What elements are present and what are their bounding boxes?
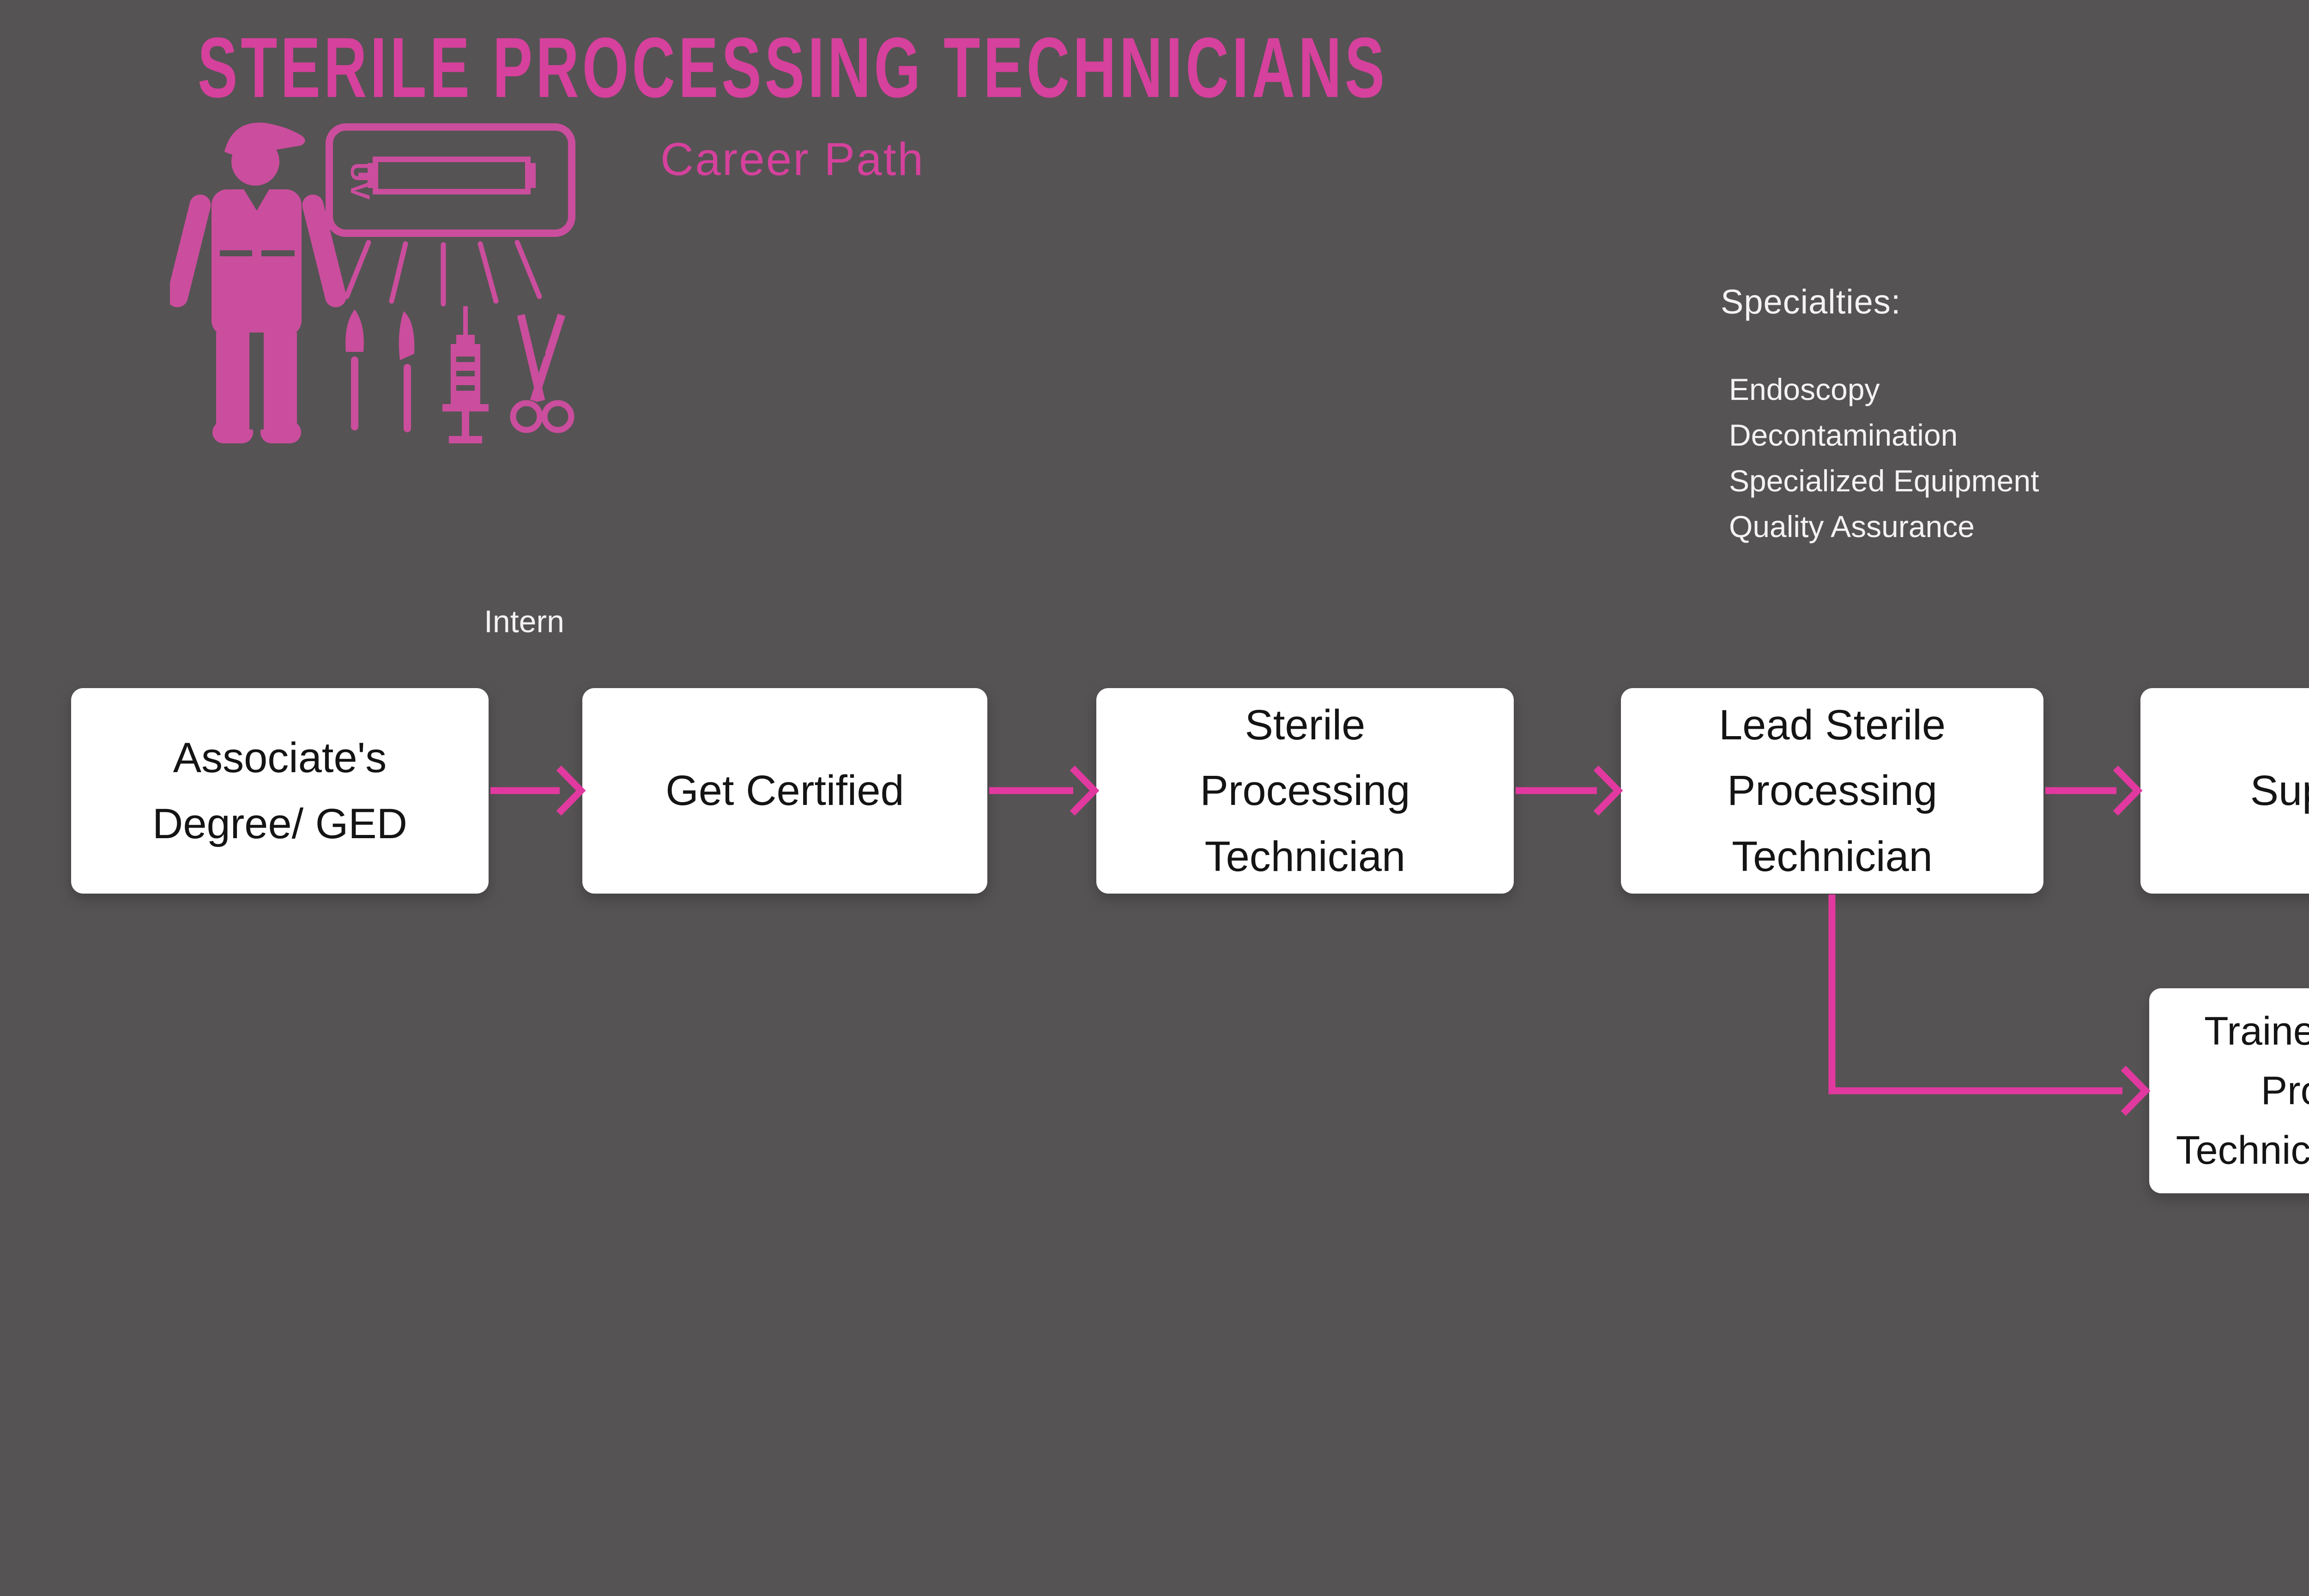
- step-box-sterile-processing-technician: Sterile Processing Technician: [1096, 688, 1514, 894]
- specialties-heading: Specialties:: [1721, 283, 1901, 321]
- specialties-list: Endoscopy Decontamination Specialized Eq…: [1721, 367, 2039, 550]
- syringe-graduations: [456, 357, 475, 391]
- branch-connector-arrow-icon: [1828, 895, 2151, 1116]
- step-box-associates-degree: Associate's Degree/ GED: [71, 688, 489, 894]
- step-box-trainers: Trainers in Sterile Processing Technicia…: [2149, 988, 2309, 1193]
- arrow-right-icon: [490, 765, 586, 816]
- sterile-processing-technician-icon: UV: [170, 122, 575, 443]
- list-item: Decontamination: [1729, 417, 1958, 452]
- swab-icon: [345, 309, 364, 430]
- uv-lamp-caps: [368, 163, 536, 188]
- intern-label: Intern: [484, 604, 564, 639]
- arrow-right-icon: [2045, 765, 2143, 816]
- specialties-section: Specialties: Endoscopy Decontamination S…: [1721, 282, 2039, 550]
- scissors-icon: [510, 314, 574, 433]
- step-box-get-certified: Get Certified: [582, 688, 987, 894]
- arrow-right-icon: [989, 765, 1100, 816]
- list-item: Endoscopy: [1729, 372, 1880, 406]
- technician-figure-icon: [170, 122, 346, 443]
- arrow-right-icon: [1516, 765, 1623, 816]
- uv-rays-icon: [344, 240, 542, 307]
- technician-uniform-details: [220, 189, 295, 429]
- list-item: Quality Assurance: [1729, 509, 1975, 544]
- scalpel-icon: [399, 311, 415, 432]
- step-box-lead-sterile-processing-technician: Lead Sterile Processing Technician: [1621, 688, 2043, 894]
- step-box-supervisor: Supervisor: [2140, 688, 2309, 894]
- uv-label: UV: [345, 163, 375, 200]
- page-subtitle: Career Path: [660, 133, 925, 185]
- page-title: STERILE PROCESSING TECHNICIANS: [198, 20, 1388, 115]
- list-item: Specialized Equipment: [1729, 463, 2039, 498]
